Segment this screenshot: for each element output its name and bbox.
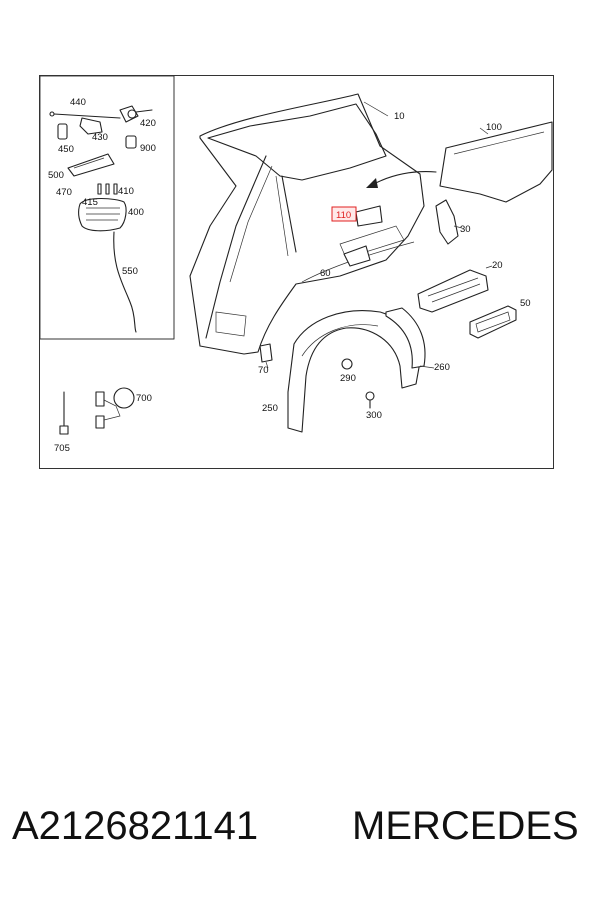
- part-500-seal: [67, 153, 115, 177]
- callout-500: 500: [48, 170, 64, 181]
- callout-60: 60: [320, 268, 331, 279]
- callout-110: 110: [336, 210, 351, 221]
- callout-10: 10: [394, 111, 405, 122]
- callout-450: 450: [58, 144, 74, 155]
- callout-415: 415: [82, 197, 98, 208]
- callout-470: 470: [56, 187, 72, 198]
- callout-110-highlight: [331, 206, 357, 222]
- callout-420: 420: [140, 118, 156, 129]
- part-420-actuator: [119, 105, 153, 123]
- callout-260: 260: [434, 362, 450, 373]
- parts-diagram: 440 420 450 430 900 500 470 410 415 400 …: [39, 75, 554, 469]
- part-10-side-panel: [189, 93, 425, 355]
- part-70-pad: [259, 343, 273, 363]
- callout-70: 70: [258, 365, 269, 376]
- part-430-bracket: [79, 117, 103, 135]
- callout-430: 430: [92, 132, 108, 143]
- callout-250: 250: [262, 403, 278, 414]
- part-260-liner-extension: [385, 307, 426, 369]
- leader-lines: [265, 101, 493, 369]
- callout-900: 900: [140, 143, 156, 154]
- part-550-drain-hose: [113, 231, 137, 333]
- callout-100: 100: [486, 122, 502, 133]
- part-20-tail-light-housing: [417, 269, 489, 313]
- part-60-fuel-filler-housing: [343, 245, 371, 267]
- part-290-clip: [341, 358, 353, 370]
- part-440-cable: [49, 111, 121, 119]
- part-110-cover-highlighted: [355, 205, 383, 227]
- part-705-bolt: [59, 391, 69, 435]
- part-300-screw: [365, 391, 375, 409]
- callout-700: 700: [136, 393, 152, 404]
- exploded-view-drawing: 440 420 450 430 900 500 470 410 415 400 …: [40, 76, 553, 454]
- part-30-reinforcement: [435, 199, 459, 245]
- callout-290: 290: [340, 373, 356, 384]
- part-900-bulb: [125, 135, 137, 149]
- part-100-side-window: [439, 121, 553, 203]
- callout-440: 440: [70, 97, 86, 108]
- callout-30: 30: [460, 224, 471, 235]
- part-number: A2126821141: [12, 804, 259, 848]
- callout-300: 300: [366, 410, 382, 421]
- callout-400: 400: [128, 207, 144, 218]
- assembly-arrow: [366, 171, 437, 188]
- callout-705: 705: [54, 443, 70, 454]
- callout-20: 20: [492, 260, 503, 271]
- part-410-screws: [97, 183, 118, 195]
- brand-name: MERCEDES: [352, 804, 579, 848]
- part-450-clip: [57, 123, 68, 140]
- part-400-housing: [78, 197, 127, 232]
- callout-50: 50: [520, 298, 531, 309]
- part-50-gasket: [469, 305, 517, 339]
- part-700-fastener-set: [95, 387, 135, 429]
- callout-410: 410: [118, 186, 134, 197]
- callout-550: 550: [122, 266, 138, 277]
- part-250-wheel-arch-liner: [287, 310, 421, 433]
